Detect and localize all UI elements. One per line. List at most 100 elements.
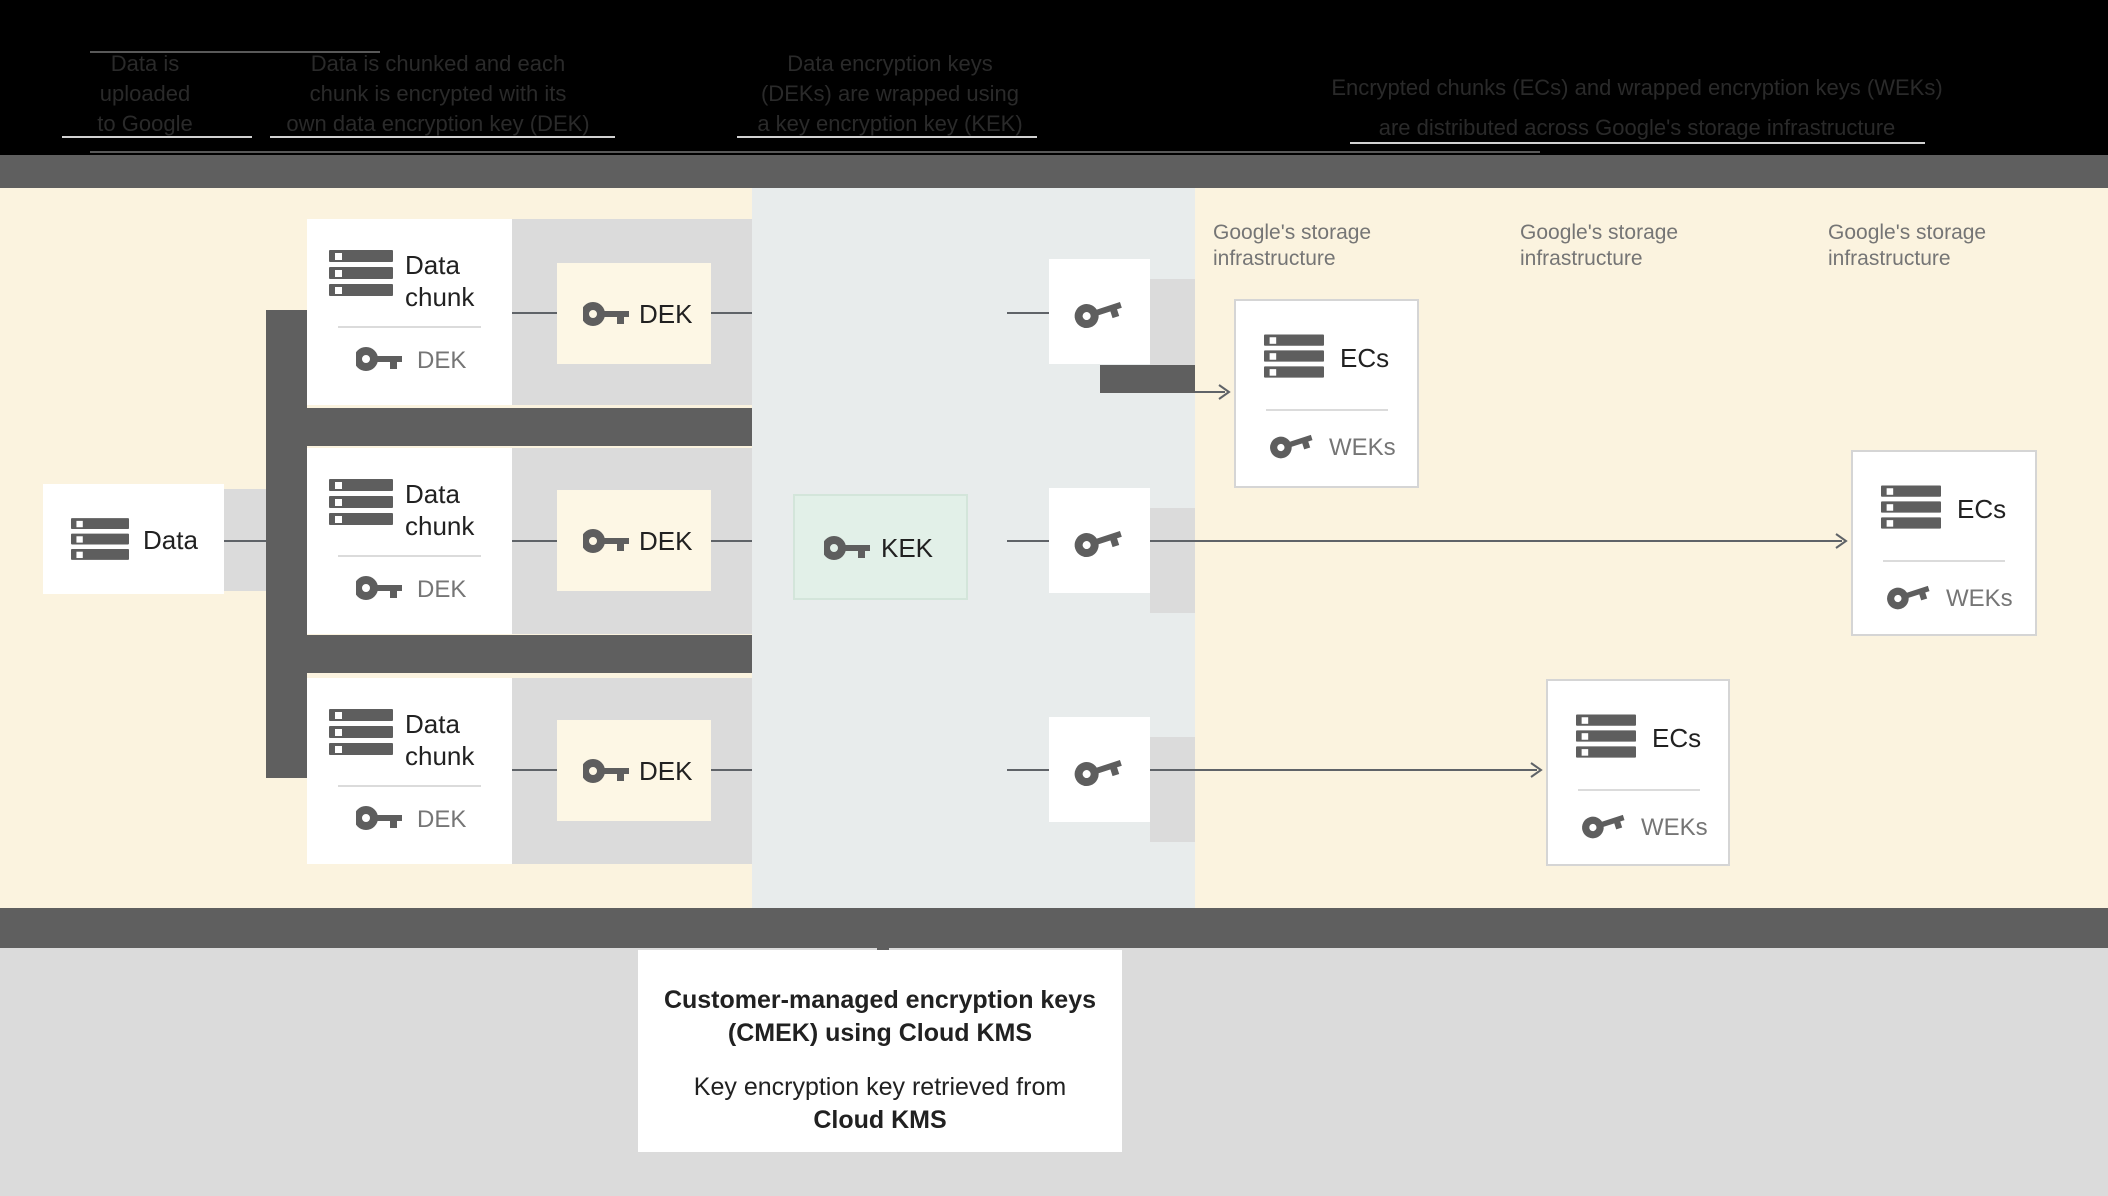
data-stack-icon	[329, 709, 393, 755]
data-stack-icon	[329, 479, 393, 525]
weks-label: WEKs	[1946, 585, 2013, 612]
ecs-box: ECs WEKs	[1234, 299, 1419, 488]
key-icon	[583, 301, 629, 327]
connector-line	[711, 769, 752, 771]
tilted-key-icon	[1883, 576, 1935, 612]
ecs-label: ECs	[1957, 494, 2007, 524]
caption-line: are distributed across Google's storage …	[1378, 115, 1896, 140]
dek-label: DEK	[417, 806, 467, 833]
storage-label-line: infrastructure	[1520, 247, 1643, 270]
weks-label: WEKs	[1329, 434, 1396, 461]
data-stack-icon	[1264, 334, 1324, 378]
caption-line: a key encryption key (KEK)	[757, 111, 1023, 136]
top-caption-banner: Data is uploaded to Google Data is chunk…	[0, 0, 2108, 155]
weks-label: WEKs	[1641, 814, 1708, 841]
dek-box-label: DEK	[639, 526, 693, 556]
caption-line: Data is chunked and each	[310, 51, 566, 76]
connector-line	[711, 312, 752, 314]
arrowhead-icon	[1530, 762, 1543, 778]
bottom-separator-bar	[0, 908, 2108, 948]
data-chunk-box: Data chunk DEK	[307, 448, 512, 634]
data-box: Data	[43, 484, 224, 594]
ecs-box: ECs WEKs	[1851, 450, 2037, 636]
top-separator-bar	[0, 155, 2108, 188]
caption-wrapping: Data encryption keys (DEKs) are wrapped …	[710, 49, 1070, 139]
data-stack-icon	[1881, 485, 1941, 529]
divider	[1578, 789, 1700, 791]
banner-streak	[62, 136, 252, 138]
connector-line	[1007, 769, 1049, 771]
keybox-shadow	[1150, 737, 1195, 842]
connector-line	[512, 769, 557, 771]
banner-streak	[270, 136, 615, 138]
caption-line: Encrypted chunks (ECs) and wrapped encry…	[1331, 75, 1943, 100]
storage-label-line: Google's storage	[1828, 221, 1987, 244]
caption-line: own data encryption key (DEK)	[286, 111, 590, 136]
key-icon	[824, 535, 870, 561]
caption-line: chunk is encrypted with its	[309, 81, 567, 106]
dek-box: DEK	[557, 490, 711, 591]
caption-line: Data encryption keys	[787, 51, 993, 76]
banner-streak	[90, 151, 1540, 153]
arrowhead-icon	[1218, 384, 1231, 400]
dek-box: DEK	[557, 263, 711, 364]
data-chunk-label: Data chunk	[405, 250, 475, 312]
arrowhead-icon	[1835, 533, 1848, 549]
dek-box-label: DEK	[639, 299, 693, 329]
callout-body-line: Key encryption key retrieved from	[693, 1073, 1067, 1101]
data-stack-icon	[329, 250, 393, 296]
caption-distribution: Encrypted chunks (ECs) and wrapped encry…	[1312, 68, 1962, 148]
dek-label: DEK	[417, 576, 467, 603]
callout-title-line: Customer-managed encryption keys	[663, 986, 1097, 1014]
data-stack-icon	[1576, 714, 1636, 758]
caption-line: to Google	[97, 111, 193, 136]
storage-label-line: infrastructure	[1213, 247, 1336, 270]
data-chunk-box: Data chunk DEK	[307, 219, 512, 405]
divider	[1266, 409, 1388, 411]
trunk-connector	[266, 310, 307, 778]
storage-label-line: Google's storage	[1520, 221, 1679, 244]
key-icon	[356, 805, 402, 831]
storage-label: Google's storage infrastructure	[1828, 220, 2008, 272]
interrow-bar	[266, 408, 752, 446]
dek-label: DEK	[417, 347, 467, 374]
connector-line	[512, 312, 557, 314]
kek-box: KEK	[793, 494, 968, 600]
callout-spacer	[638, 1050, 1122, 1071]
cmek-callout: Customer-managed encryption keys (CMEK) …	[638, 950, 1122, 1152]
connector-line	[1007, 312, 1049, 314]
keybox-shadow	[1150, 508, 1195, 613]
arrow-line	[1150, 540, 1842, 542]
storage-label: Google's storage infrastructure	[1520, 220, 1700, 272]
banner-streak	[737, 136, 1037, 138]
storage-label-line: infrastructure	[1828, 247, 1951, 270]
banner-streak	[90, 51, 380, 53]
callout-body-line: Cloud KMS	[813, 1106, 947, 1134]
ecs-box: ECs WEKs	[1546, 679, 1730, 866]
kek-box-label: KEK	[881, 533, 934, 563]
caption-line: uploaded	[99, 81, 191, 106]
divider	[338, 785, 481, 787]
wrapped-key-box	[1049, 259, 1150, 364]
connector-line	[1007, 540, 1049, 542]
arrow-line	[1195, 391, 1225, 393]
key-icon	[356, 575, 402, 601]
dek-box: DEK	[557, 720, 711, 821]
data-chunk-label: Data chunk	[405, 479, 475, 541]
interrow-bar	[266, 635, 752, 673]
storage-label: Google's storage infrastructure	[1213, 220, 1393, 272]
wrapped-key-box	[1049, 717, 1150, 822]
wrapped-key-bar	[1100, 365, 1195, 393]
connector-line	[512, 540, 557, 542]
tilted-key-icon	[1071, 749, 1127, 789]
arrow-line	[1150, 769, 1537, 771]
key-icon	[583, 758, 629, 784]
callout-title-line: (CMEK) using Cloud KMS	[727, 1019, 1033, 1047]
divider	[338, 555, 481, 557]
data-box-label: Data	[143, 525, 198, 555]
tilted-key-icon	[1071, 291, 1127, 331]
data-chunk-label: Data chunk	[405, 709, 475, 771]
ecs-label: ECs	[1652, 723, 1702, 753]
wrapped-key-box	[1049, 488, 1150, 593]
